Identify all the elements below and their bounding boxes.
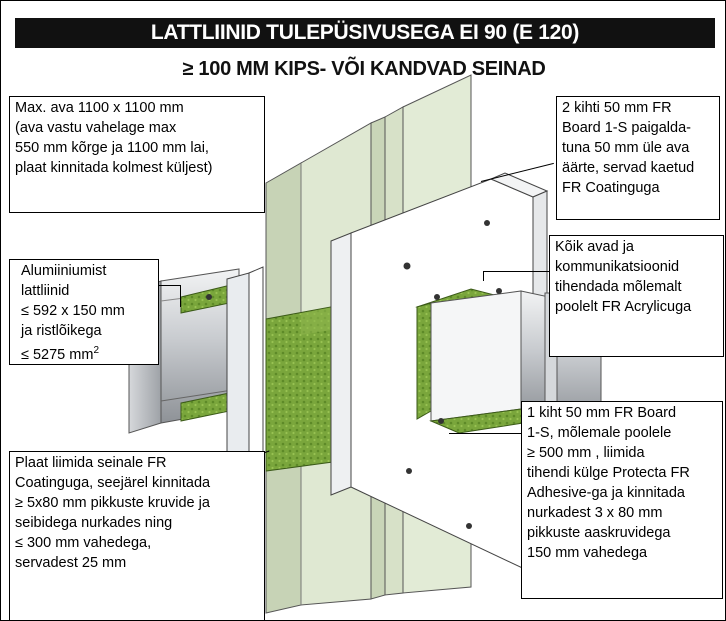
callout-line: ≤ 300 mm vahedega, xyxy=(15,535,152,551)
callout-line: nurkadest 3 x 80 mm xyxy=(527,505,663,521)
callout-line: (ava vastu vahelage max xyxy=(15,120,177,136)
callout-line: Adhesive-ga ja kinnitada xyxy=(527,485,685,501)
area-value: ≤ 5275 mm xyxy=(21,346,94,363)
callout-line: Board 1-S paigalda- xyxy=(562,120,691,136)
callout-line: Alumiiniumist xyxy=(21,263,107,279)
callout-line: lattliinid xyxy=(21,283,70,299)
callout-line: äärte, servad kaetud xyxy=(562,160,695,176)
callout-one-layer-board: 1 kiht 50 mm FR Board 1-S, mõlemale pool… xyxy=(521,401,723,599)
callout-line: ≤ 592 x 150 mm xyxy=(21,303,125,319)
callout-line: Kõik avad ja xyxy=(555,239,634,255)
callout-line: plaat kinnitada kolmest küljest) xyxy=(15,160,213,176)
leader-duct-h xyxy=(159,285,181,286)
callout-line: 1 kiht 50 mm FR Board xyxy=(527,405,677,421)
callout-line: tuna 50 mm üle ava xyxy=(562,140,690,156)
callout-line: 2 kihti 50 mm FR xyxy=(562,100,672,116)
callout-line: poolelt FR Acrylicuga xyxy=(555,299,692,315)
callout-two-layer-board: 2 kihti 50 mm FR Board 1-S paigalda- tun… xyxy=(556,96,720,220)
callout-line: ≥ 500 mm , liimida xyxy=(527,445,645,461)
area-exponent: 2 xyxy=(93,345,99,356)
leader-seal xyxy=(483,271,549,272)
figure-title: LATTLIINID TULEPÜSIVUSEGA EI 90 (E 120) xyxy=(15,18,715,48)
callout-aluminium-duct: Alumiiniumist lattliinid ≤ 592 x 150 mm … xyxy=(9,259,159,365)
leader-seal-tick xyxy=(483,271,484,281)
leader-duct-v xyxy=(180,285,181,307)
callout-line: FR Coatinguga xyxy=(562,180,660,196)
callout-line: 150 mm vahedega xyxy=(527,545,648,561)
callout-line: tihendada mõlemalt xyxy=(555,279,682,295)
callout-max-opening: Max. ava 1100 x 1100 mm (ava vastu vahel… xyxy=(9,96,265,213)
callout-line: servadest 25 mm xyxy=(15,555,127,571)
callout-line: seibidega nurkades ning xyxy=(15,515,173,531)
callout-line: Coatinguga, seejärel kinnitada xyxy=(15,475,211,491)
callout-line: ≥ 5x80 mm pikkuste kruvide ja xyxy=(15,495,210,511)
callout-line: Plaat liimida seinale FR xyxy=(15,455,167,471)
callout-board-mounting: Plaat liimida seinale FR Coatinguga, see… xyxy=(9,451,265,620)
callout-line: Max. ava 1100 x 1100 mm xyxy=(15,100,184,116)
callout-line: pikkuste aaskruvidega xyxy=(527,525,671,541)
callout-line: kommunikatsioonid xyxy=(555,259,680,275)
figure-subtitle: ≥ 100 MM KIPS- VÕI KANDVAD SEINAD xyxy=(182,58,546,80)
callout-line: ja ristlõikega xyxy=(21,323,102,339)
callout-line: 1-S, mõlemale poolele xyxy=(527,425,672,441)
leader-board-bottom xyxy=(449,433,521,434)
callout-seal-openings: Kõik avad ja kommunikatsioonid tihendada… xyxy=(549,235,724,357)
callout-line: 550 mm kõrge ja 1100 mm lai, xyxy=(15,140,209,156)
callout-line: ≤ 5275 mm2 xyxy=(21,341,153,365)
callout-line: tihendi külge Protecta FR xyxy=(527,465,690,481)
